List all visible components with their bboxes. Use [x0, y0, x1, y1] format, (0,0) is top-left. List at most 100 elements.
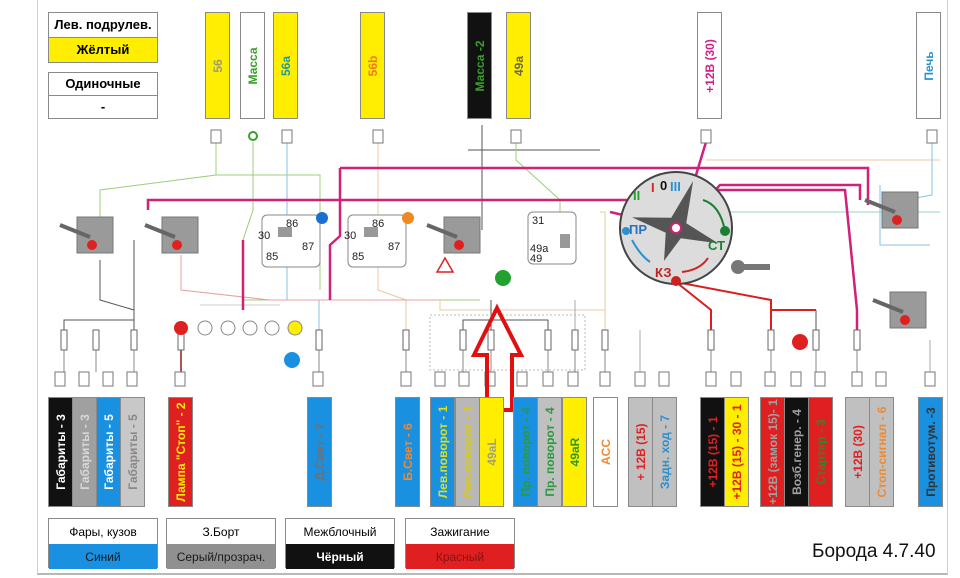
- magenta-wire: [328, 168, 342, 300]
- diagram-title: Борода 4.7.40: [812, 541, 936, 562]
- bottom-connector-label-text: Лев.поворот - 1: [460, 405, 475, 499]
- switch-indicator: [900, 315, 910, 325]
- switch-lever: [864, 198, 896, 214]
- bottom-connector-label: +12В (замок 15)- 1: [760, 397, 785, 507]
- wire: [180, 255, 440, 301]
- relay: [527, 211, 577, 265]
- relay: [347, 214, 407, 268]
- header-box-value: Жёлтый: [49, 37, 157, 62]
- connector-terminal: [372, 129, 384, 144]
- switch-indicator: [172, 240, 182, 250]
- connector-terminal: [54, 371, 66, 387]
- connector-terminal: [434, 371, 446, 387]
- connector-terminal: [126, 371, 138, 387]
- fuse: [487, 329, 495, 351]
- top-connector-label: 56а: [273, 12, 298, 119]
- connector-terminal: [730, 371, 742, 387]
- bottom-connector-label: +12В (15) - 30 - 1: [724, 397, 749, 507]
- connector-terminal: [658, 371, 670, 387]
- wire: [904, 142, 933, 201]
- bottom-connector-label-text: + 12В (15): [633, 423, 648, 481]
- hazard-icon: [435, 256, 455, 273]
- fuse: [130, 329, 138, 351]
- connector-terminal: [458, 371, 470, 387]
- top-connector-label: +12В (30): [697, 12, 722, 119]
- connector-terminal: [700, 129, 712, 144]
- legend-color: Красный: [406, 544, 514, 569]
- bottom-connector-label-text: Габариты - 3: [53, 414, 68, 490]
- legend-name: Фары, кузов: [69, 524, 137, 539]
- fuse: [571, 329, 579, 351]
- bottom-connector-label-text: Противотум. -3: [923, 407, 938, 497]
- highlight-arrow: [470, 303, 525, 412]
- fuse: [812, 329, 820, 351]
- connector-terminal: [567, 371, 579, 387]
- connector-terminal: [516, 371, 528, 387]
- top-connector-label-text: Масса -2: [472, 40, 487, 91]
- pr-arc: [631, 239, 651, 263]
- diagram-frame: [37, 0, 948, 575]
- bottom-connector-label-text: 49aL: [484, 438, 499, 466]
- bottom-connector-label-text: Стартер - 3: [813, 419, 828, 485]
- ground-terminal: [248, 131, 258, 141]
- switch-lever: [426, 223, 458, 239]
- bottom-connector-label-text: Б.Свет - 6: [400, 423, 415, 481]
- connector-terminal: [400, 371, 412, 387]
- top-connector-label-text: Масса: [245, 47, 260, 84]
- connector-terminal: [174, 371, 186, 387]
- bottom-connector-label-text: Лев.поворот - 1: [435, 405, 450, 499]
- ignition-position-ii: II: [633, 188, 640, 203]
- high-beam-icon: [402, 212, 414, 224]
- relay-coil: [364, 227, 378, 237]
- relay-pin-label: 87: [388, 241, 400, 253]
- relay-coil: [560, 234, 570, 248]
- fuse: [459, 329, 467, 351]
- switch-indicator: [892, 215, 902, 225]
- bottom-connector-label-text: +12В (30): [850, 425, 865, 479]
- bottom-connector-label-text: Возб.генер. - 4: [789, 409, 804, 495]
- bottom-connector-label-text: 49aR: [567, 437, 582, 467]
- header-box-title: Лев. подрулев.: [49, 13, 157, 38]
- stop-lamp-icon: [174, 321, 188, 335]
- connector-terminal: [542, 371, 554, 387]
- bottom-connector-label: Б.Свет - 6: [395, 397, 420, 507]
- magenta-wire: [712, 188, 859, 330]
- connector-terminal: [851, 371, 863, 387]
- bottom-connector-label: Пр. поворот - 4: [537, 397, 562, 507]
- bottom-connector-label-text: Стоп-сигнал - 6: [874, 406, 889, 498]
- ignition-position-0: 0: [660, 178, 667, 193]
- red-wire: [675, 281, 712, 330]
- connector-terminal: [634, 371, 646, 387]
- terminal-dot: [622, 227, 630, 235]
- fuse: [707, 329, 715, 351]
- bottom-connector-label: Возб.генер. - 4: [784, 397, 809, 507]
- bottom-connector-label: 49aL: [479, 397, 504, 507]
- connector-terminal: [312, 371, 324, 387]
- relay-pin-label: 86: [286, 218, 298, 230]
- ignition-kz-label: КЗ: [655, 265, 672, 280]
- lamp-icon: [220, 320, 236, 336]
- wire: [515, 142, 561, 218]
- connector-terminal: [924, 371, 936, 387]
- bottom-connector-label-text: Лампа "Стоп" - 2: [173, 402, 188, 502]
- key-icon: [731, 260, 745, 274]
- top-connector-label: Печь: [916, 12, 941, 119]
- bottom-connector-label: Габариты - 3: [72, 397, 97, 507]
- bottom-connector-label: Задн. ход - 7: [652, 397, 677, 507]
- lamp-icon: [197, 320, 213, 336]
- relay-pin-label: 30: [344, 230, 356, 242]
- terminal-dot: [671, 276, 681, 286]
- relay: [261, 214, 321, 268]
- magenta-wire: [146, 198, 700, 210]
- relay-coil: [278, 227, 292, 237]
- bottom-connector-label-text: ACC: [598, 439, 613, 465]
- header-box-value: -: [49, 95, 157, 118]
- connector-terminal: [281, 129, 293, 144]
- top-connector-label: 56b: [360, 12, 385, 119]
- bottom-connector-label-text: Габариты - 5: [125, 414, 140, 490]
- connector-terminal: [790, 371, 802, 387]
- low-beam-icon: [316, 212, 328, 224]
